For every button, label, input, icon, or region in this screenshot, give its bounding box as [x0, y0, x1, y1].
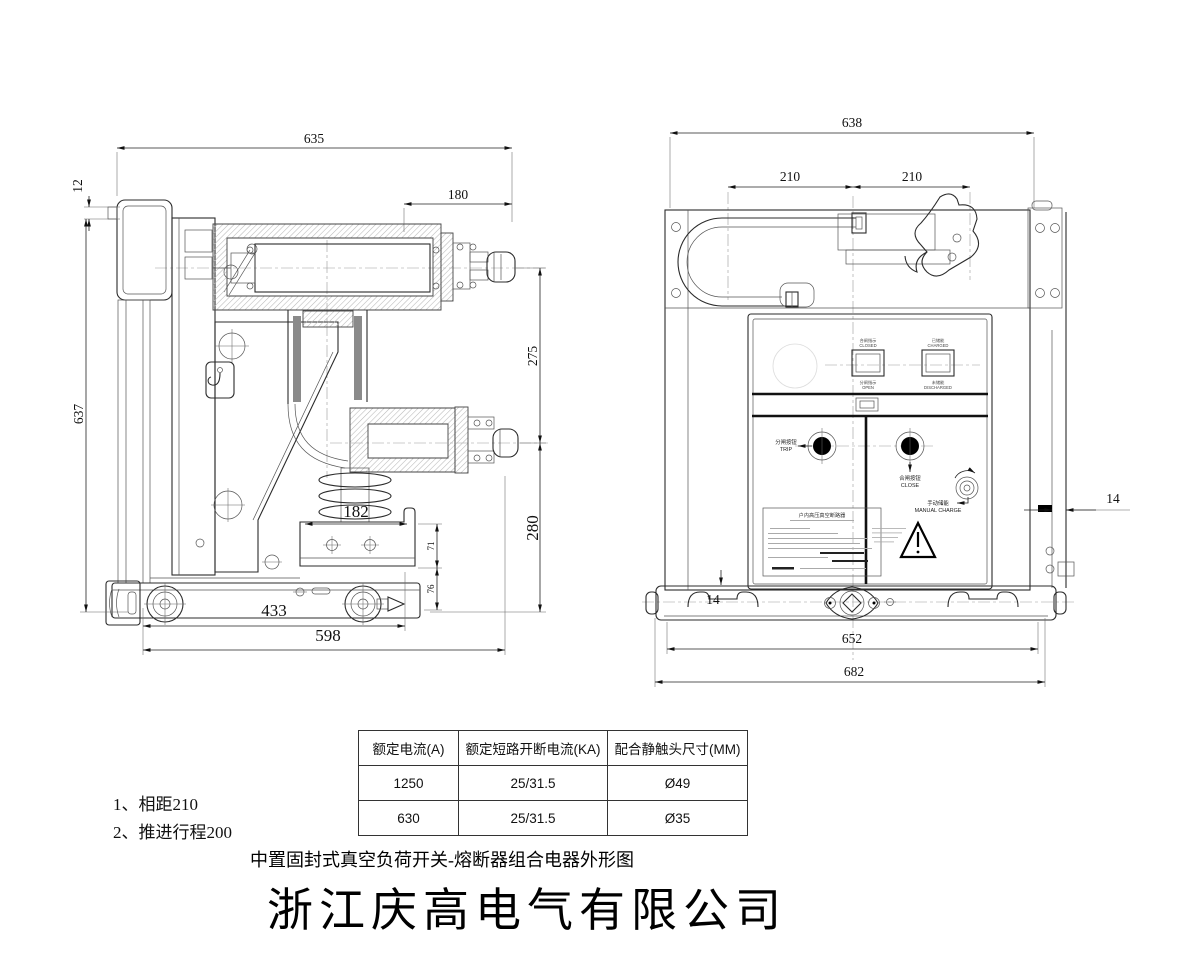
side-front-panel	[107, 199, 173, 584]
open-indicator-label-cn: 分闸指示	[860, 379, 877, 386]
discharged-label-en: DISCHARGED	[924, 385, 952, 390]
side-view-dimensions: 635 12 637 180 275 280 1	[70, 131, 546, 655]
front-frame	[664, 200, 1075, 591]
base-center-lock	[824, 586, 880, 620]
discharged-label-cn: 未储能	[932, 379, 945, 386]
spec-table: 额定电流(A) 额定短路开断电流(KA) 配合静触头尺寸(MM) 1250 25…	[358, 730, 748, 836]
close-label-cn: 合闸按钮	[899, 474, 921, 482]
dim-652: 652	[842, 631, 862, 646]
dim-682: 682	[844, 664, 864, 679]
close-button: 合闸按钮 CLOSE	[895, 428, 925, 489]
spec-cell: Ø49	[607, 765, 748, 801]
nameplate-title: 户内高压真空断路器	[799, 511, 847, 519]
trip-label-en: TRIP	[780, 447, 793, 453]
front-view-drawing: 合闸指示 CLOSED 分闸指示 OPEN 已储能 CHARGED 未储能 DI…	[642, 115, 1130, 687]
side-pole-housing	[212, 223, 442, 311]
side-pole-cylinder	[287, 310, 368, 469]
dim-12: 12	[70, 179, 85, 193]
dim-182: 182	[343, 502, 369, 521]
spec-header-cell: 配合静触头尺寸(MM)	[607, 730, 748, 766]
spec-cell: 25/31.5	[458, 800, 608, 836]
spec-cell: 630	[358, 800, 459, 836]
note-line-2: 2、推进行程200	[113, 823, 232, 842]
manual-charge-label-cn: 手动储能	[927, 499, 949, 507]
close-open-indicator-window: 合闸指示 CLOSED 分闸指示 OPEN	[851, 337, 885, 390]
trip-button: 分闸按钮 TRIP	[775, 428, 837, 464]
drawing-notes: 1、相距210 2、推进行程200	[113, 791, 232, 847]
charged-label-cn: 已储能	[932, 337, 945, 344]
trip-label-cn: 分闸按钮	[775, 438, 797, 446]
side-lower-terminal	[349, 406, 519, 474]
note-line-1: 1、相距210	[113, 795, 198, 814]
dim-210-left: 210	[780, 169, 801, 184]
charged-label-en: CHARGED	[928, 343, 949, 348]
dim-635: 635	[304, 131, 325, 146]
front-hook-assembly	[837, 193, 980, 277]
side-gusset-plate	[195, 321, 339, 573]
charge-indicator-window: 已储能 CHARGED 未储能 DISCHARGED	[921, 337, 955, 390]
spec-header-cell: 额定电流(A)	[358, 730, 459, 766]
close-indicator-label-en: CLOSED	[859, 343, 876, 348]
dim-71: 71	[426, 542, 436, 551]
dim-180: 180	[448, 187, 469, 202]
side-support-bracket	[299, 507, 416, 567]
manual-charge-label-en: MANUAL CHARGE	[915, 508, 962, 514]
company-name: 浙江庆高电气有限公司	[267, 885, 787, 936]
side-insulator-sheds	[318, 467, 392, 523]
dim-210-right: 210	[902, 169, 923, 184]
lifting-hook-icon	[205, 361, 235, 399]
dim-14-base: 14	[706, 592, 720, 607]
front-control-panel: 合闸指示 CLOSED 分闸指示 OPEN 已储能 CHARGED 未储能 DI…	[747, 313, 993, 590]
side-view-drawing: 635 12 637 180 275 280 1	[70, 131, 548, 655]
dim-275: 275	[525, 346, 540, 367]
dim-598: 598	[315, 626, 341, 645]
spec-cell: Ø35	[607, 800, 748, 836]
side-wheel-left	[144, 583, 186, 625]
spec-cell: 25/31.5	[458, 765, 608, 801]
manual-charge-knob: 手动储能 MANUAL CHARGE	[915, 467, 979, 514]
dim-433: 433	[261, 601, 287, 620]
spec-cell: 1250	[358, 765, 459, 801]
open-indicator-label-en: OPEN	[862, 385, 874, 390]
spec-table-header-row: 额定电流(A) 额定短路开断电流(KA) 配合静触头尺寸(MM)	[358, 730, 748, 766]
front-view-dimensions: 638 210 210 14 14 652 682	[654, 115, 1130, 687]
dim-638: 638	[842, 115, 863, 130]
warning-triangle-icon	[872, 520, 937, 559]
dim-637: 637	[71, 404, 86, 425]
dim-280: 280	[523, 515, 542, 541]
drawing-title: 中置固封式真空负荷开关-熔断器组合电器外形图	[250, 850, 634, 870]
nameplate: 户内高压真空断路器	[762, 507, 882, 577]
side-wheel-right	[342, 583, 384, 625]
dim-14-plate: 14	[1106, 491, 1120, 506]
front-interlock-tube	[677, 212, 867, 308]
spec-table-row: 630 25/31.5 Ø35	[358, 800, 748, 836]
side-base-chassis	[105, 577, 421, 626]
side-upper-terminal	[440, 232, 516, 302]
spec-table-row: 1250 25/31.5 Ø49	[358, 765, 748, 801]
front-base-rail	[645, 585, 1067, 621]
spec-header-cell: 额定短路开断电流(KA)	[458, 730, 608, 766]
close-indicator-label-cn: 合闸指示	[860, 337, 877, 344]
dim-76: 76	[426, 584, 436, 594]
technical-drawing: 635 12 637 180 275 280 1	[70, 115, 1130, 687]
close-label-en: CLOSE	[901, 483, 920, 489]
